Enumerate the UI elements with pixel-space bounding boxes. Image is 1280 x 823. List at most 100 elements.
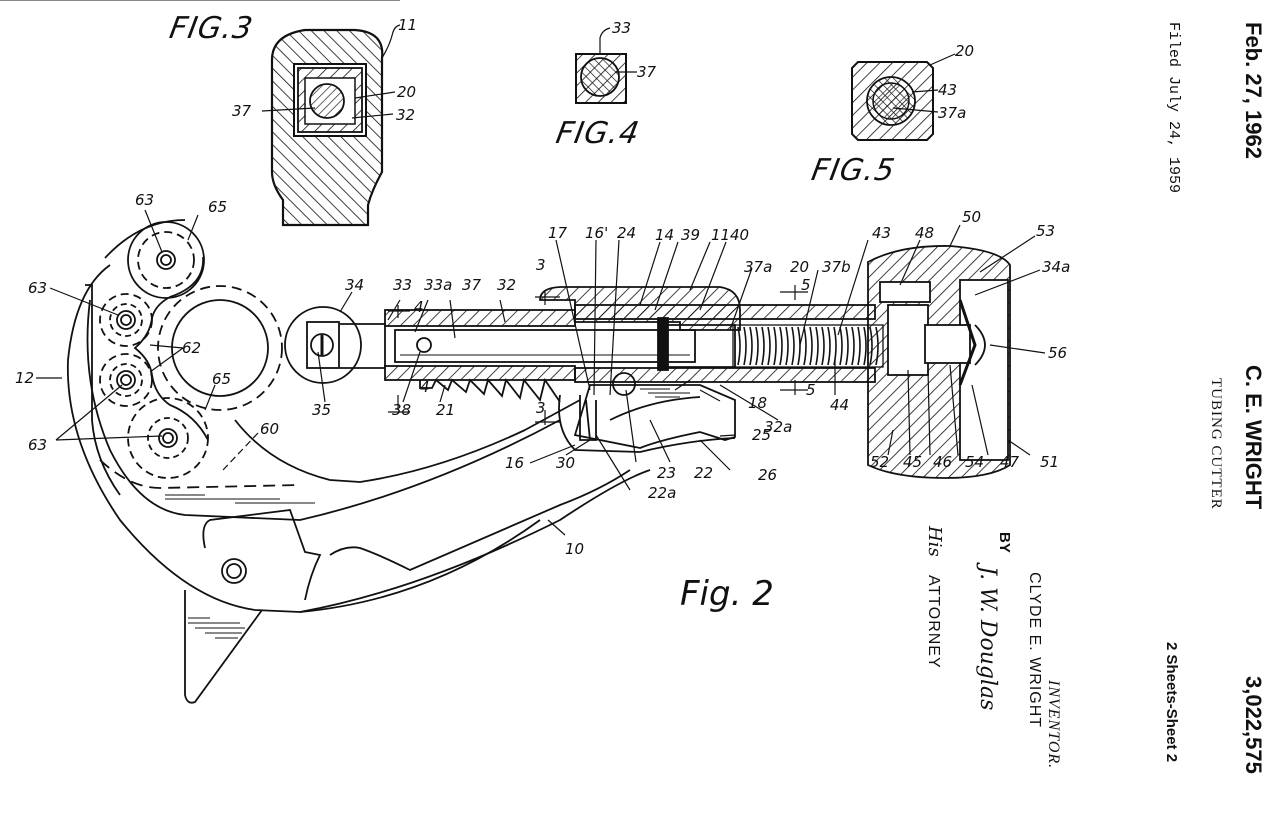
ref-51: 51 xyxy=(1040,453,1059,471)
ref-32: 32 xyxy=(497,276,516,294)
ref-16: 16 xyxy=(505,454,524,472)
lever-22 xyxy=(609,396,701,421)
thread-line xyxy=(839,326,843,366)
fig5-ref-37a: 37a xyxy=(938,104,966,122)
tube-20-bottom xyxy=(574,367,876,383)
thread-line xyxy=(743,326,747,366)
pivot-23 xyxy=(612,372,636,396)
ref-37a: 37a xyxy=(744,258,772,276)
collar-40 xyxy=(668,324,736,368)
thread-line xyxy=(785,326,789,366)
fig3-label: FIG.3 xyxy=(167,11,256,46)
fig3-rod-37 xyxy=(309,83,345,119)
sheet-count: 2 Sheets-Sheet 2 xyxy=(1163,642,1180,763)
rollers xyxy=(85,221,283,496)
rack-teeth-21 xyxy=(419,377,561,403)
frame-flange xyxy=(85,284,121,496)
ref-43: 43 xyxy=(872,224,891,242)
ref-32a: 32a xyxy=(764,418,792,436)
ref-60: 60 xyxy=(260,420,279,438)
ref-14: 14 xyxy=(655,226,674,244)
thread-line xyxy=(857,326,861,366)
ref-20: 20 xyxy=(790,258,809,276)
fig2-ref-numerals: 63 65 63 62 12 63 65 60 34 33 33a 37 32 … xyxy=(15,191,1070,558)
lever-18 xyxy=(573,384,736,449)
handle-lower-arm-edge xyxy=(299,519,541,613)
fig2-labels xyxy=(36,209,1046,536)
fig3-ref-32: 32 xyxy=(396,106,415,124)
ref-3: 3 xyxy=(536,256,546,274)
fig4-ref-37: 37 xyxy=(637,63,657,81)
thread-line xyxy=(863,326,867,366)
his-label: His xyxy=(924,526,945,557)
fig4: 33 37 FIG.4 xyxy=(553,19,656,151)
ref-38: 38 xyxy=(392,401,411,419)
fig4-label: FIG.4 xyxy=(553,116,642,151)
collar-39 xyxy=(657,317,669,371)
fig5-ref-43: 43 xyxy=(938,81,957,99)
thread-line xyxy=(833,326,837,366)
fig5-label: FIG.5 xyxy=(809,153,898,188)
ref-11: 11 xyxy=(711,226,730,244)
insert-48 xyxy=(879,281,931,303)
ref-56: 56 xyxy=(1048,344,1067,362)
ref-12: 12 xyxy=(15,369,34,387)
thread-line xyxy=(761,326,765,366)
thread-line xyxy=(851,326,855,366)
thread-line xyxy=(791,326,795,366)
tube-outer-dashed xyxy=(157,285,283,411)
ref-23: 23 xyxy=(657,464,676,482)
lever-shading xyxy=(640,388,690,398)
ref-34: 34 xyxy=(345,276,364,294)
ref-4: 4 xyxy=(414,298,424,316)
ref-44: 44 xyxy=(830,396,849,414)
rod-37 xyxy=(394,329,696,363)
frame-outer-edge xyxy=(66,264,651,613)
fig3-ref-20: 20 xyxy=(397,83,416,101)
ref-62: 62 xyxy=(182,339,201,357)
ref-63: 63 xyxy=(28,436,47,454)
ref-4: 4 xyxy=(420,378,430,396)
ref-22a: 22a xyxy=(648,484,676,502)
roller-65-bottom xyxy=(127,397,209,479)
ref-47: 47 xyxy=(1000,453,1020,471)
ref-16-prime: 16' xyxy=(585,224,608,242)
lever-base xyxy=(558,394,736,453)
ref-63: 63 xyxy=(135,191,154,209)
ref-52: 52 xyxy=(870,453,889,471)
thread-line xyxy=(797,326,801,366)
ref-45: 45 xyxy=(903,453,922,471)
attorney-label: ATTORNEY xyxy=(925,575,942,669)
ref-46: 46 xyxy=(933,453,952,471)
ref-50: 50 xyxy=(962,208,981,226)
roller-63-mid2 xyxy=(99,353,153,407)
patent-number: 3,022,575 xyxy=(1241,676,1266,774)
ref-39: 39 xyxy=(681,226,700,244)
ref-25: 25 xyxy=(752,426,771,444)
tube-inner xyxy=(171,299,269,397)
screw-head-56 xyxy=(974,324,986,366)
ref-5: 5 xyxy=(801,276,811,294)
axle-63-top xyxy=(156,250,176,270)
ref-35: 35 xyxy=(312,401,331,419)
fig5-ref-20: 20 xyxy=(955,42,974,60)
knob-34 xyxy=(284,306,362,384)
fig5: 20 43 37a FIG.5 xyxy=(809,42,974,188)
ref-5: 5 xyxy=(806,381,816,399)
patent-date: Feb. 27, 1962 xyxy=(1241,22,1266,159)
knob-block xyxy=(306,321,340,369)
ref-18: 18 xyxy=(748,394,767,412)
fig4-ref-33: 33 xyxy=(612,19,631,37)
tube-20-top xyxy=(574,304,876,320)
blade-piece xyxy=(184,590,263,704)
inventor-short: C. E. WRIGHT xyxy=(1241,365,1266,510)
thread-line xyxy=(737,326,741,366)
shaft-54 xyxy=(924,324,971,364)
barrel-hatched-bottom xyxy=(384,365,576,381)
inventor-name: CLYDE E. WRIGHT xyxy=(1026,572,1043,729)
ref-37b: 37b xyxy=(822,258,851,276)
ref-65: 65 xyxy=(212,370,231,388)
ref-3: 3 xyxy=(536,399,546,417)
ref-17: 17 xyxy=(548,224,568,242)
thread-line xyxy=(779,326,783,366)
